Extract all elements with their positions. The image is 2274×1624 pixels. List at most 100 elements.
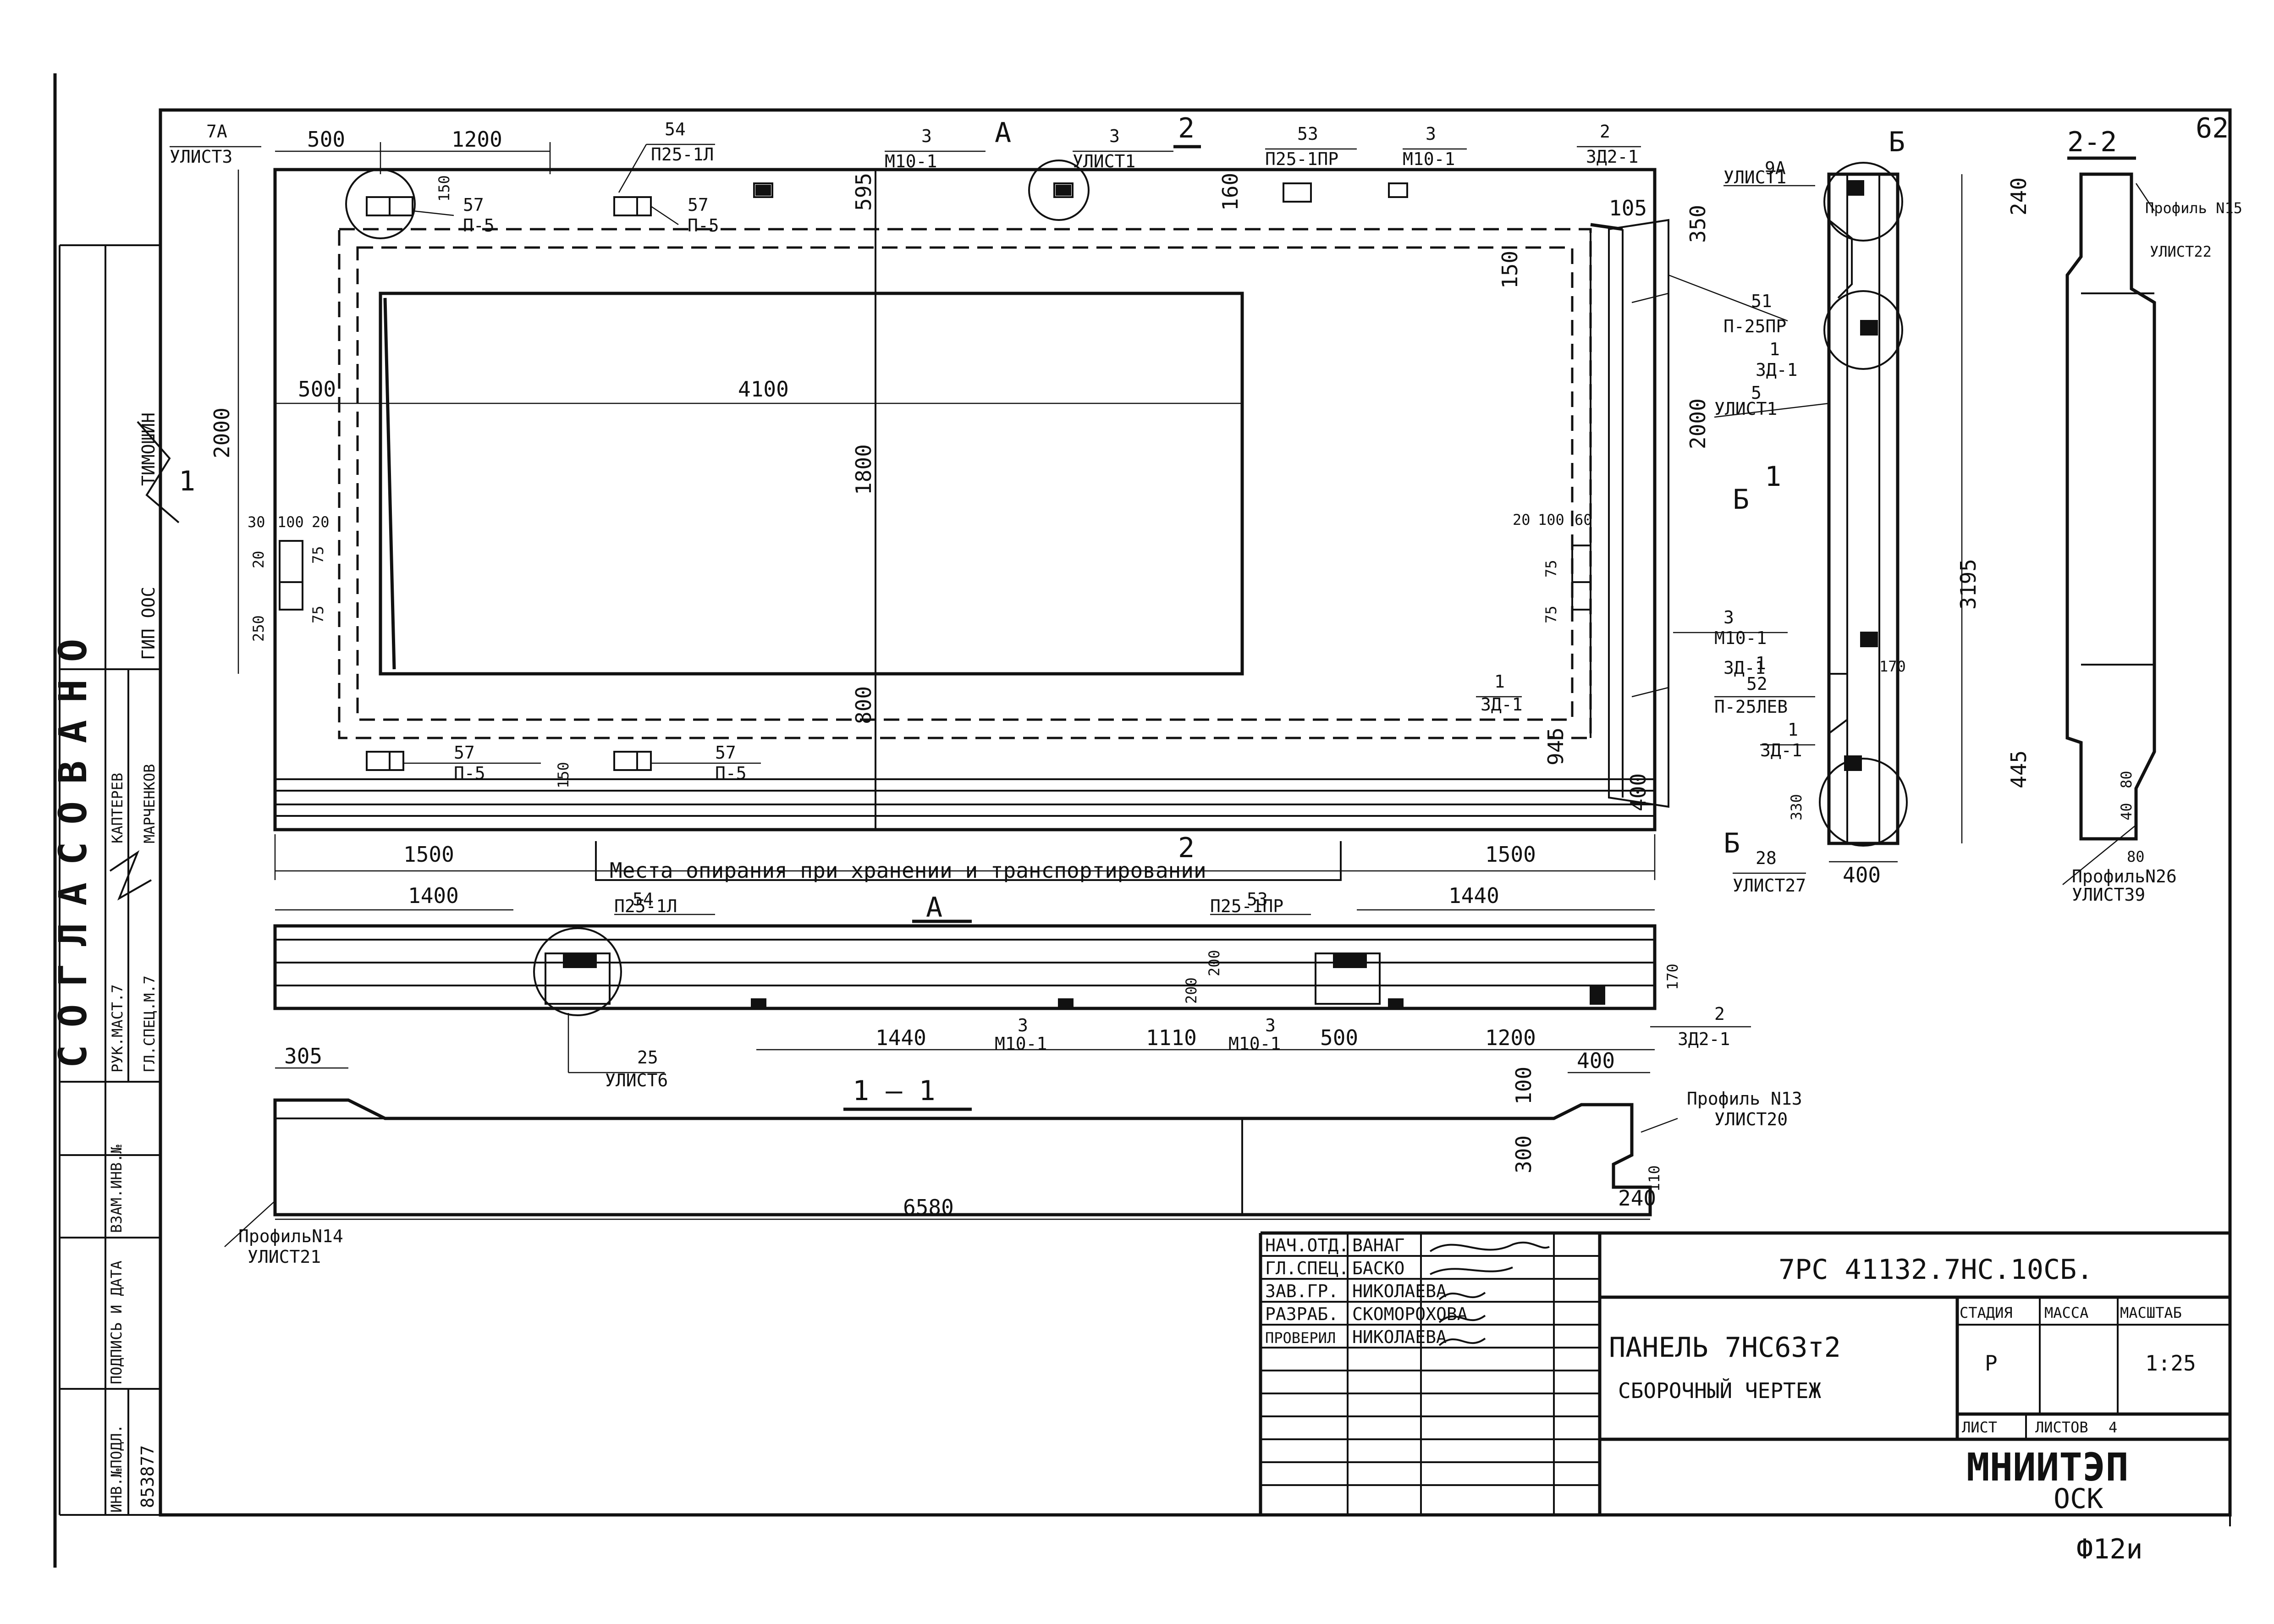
callout-num: 53 (1247, 889, 1268, 909)
org-name: МНИИТЭП (1966, 1445, 2129, 1490)
dim-150-bottom: 150 (555, 762, 572, 788)
sheets-value: 4 (2109, 1419, 2117, 1436)
dim-150-right: 150 (1498, 251, 1522, 289)
side-dim-3195: 3195 (1956, 559, 1981, 610)
side-dim-105: 105 (1609, 196, 1647, 220)
callout-num: 54 (633, 889, 654, 909)
s11-dim-100: 100 (1511, 1067, 1536, 1105)
dim-bottom-1: 1500 (1485, 842, 1536, 867)
detail-dim-20: 20 (312, 513, 330, 531)
sig-name-0: ВАНАГ (1352, 1235, 1404, 1255)
inv-value: 853877 (138, 1445, 158, 1508)
signature-mark (109, 850, 152, 901)
section-mark-2-top: 2 (1178, 112, 1195, 144)
callout-num: 5 (1751, 383, 1762, 403)
view-mark-a: А (995, 117, 1011, 149)
callout-ref: М10-1 (995, 1034, 1047, 1054)
callout-num: 1 (1756, 653, 1766, 673)
profile-n14-ref: УЛИСТ21 (248, 1247, 321, 1267)
sig-name-3: СКОМОРОХОВА (1352, 1304, 1468, 1324)
callout-ref: П-5 (715, 763, 747, 783)
dim-bottom-0: 1500 (403, 842, 454, 867)
callout-num: 54 (665, 119, 686, 139)
callout-ref: УЛИСТ6 (605, 1070, 668, 1090)
view-a-callouts: 54 П25-1Л 53 П25-1ПР 3 М10-1 3 М10-1 25 … (567, 889, 1751, 1090)
view-a-title: А (926, 892, 942, 924)
callout-ref: М10-1 (1714, 628, 1767, 648)
rdetail-dim-60: 60 (1575, 511, 1592, 528)
sign-date-label: ПОДПИСЬ И ДАТА (108, 1261, 125, 1384)
s11-dim-400: 400 (1577, 1048, 1615, 1073)
main-callouts: 7А УЛИСТ3 54 П25-1Л 57 П-5 57 П-5 3 М10-… (170, 119, 1788, 783)
signature-mark (1429, 1241, 1550, 1252)
archive-strip: ВЗАМ.ИНВ.№ ПОДПИСЬ И ДАТА ИНВ.№ПОДЛ. 853… (108, 1145, 158, 1513)
callout-ref: ЗД-1 (1723, 658, 1766, 678)
detail-dim-30: 30 (248, 513, 265, 531)
dim-bottom-gap: 800 (851, 686, 876, 724)
signature-mark (1438, 1292, 1486, 1300)
profile-n14: ПрофильN14 (238, 1226, 343, 1246)
stage-label: СТАДИЯ (1960, 1304, 2013, 1321)
callout-num: 3 (1018, 1015, 1028, 1035)
dim-top-0: 500 (307, 127, 345, 152)
dim-top-gap: 595 (851, 173, 876, 211)
mass-label: МАССА (2044, 1304, 2088, 1321)
section-mark-b-bottom: Б (1723, 827, 1740, 859)
dim-left-500: 500 (298, 377, 336, 402)
stage-value: Р (1985, 1351, 1998, 1376)
callout-num: 53 (1297, 124, 1318, 144)
approval-role-2: ГЛ.СПЕЦ.М.7 (141, 975, 158, 1073)
side-dim-2000: 2000 (1685, 398, 1710, 449)
side-dim-170: 170 (1879, 658, 1906, 675)
rdetail-dim-20: 20 (1513, 511, 1531, 528)
approval-header: СОГЛАСОВАНО (50, 622, 95, 1068)
section-mark-b-left: Б (1733, 484, 1749, 516)
va-dim-1110: 1110 (1146, 1025, 1197, 1050)
section-11-title: 1 — 1 (853, 1075, 936, 1107)
title-block: НАЧ.ОТД. ВАНАГ ГЛ.СПЕЦ. БАСКО ЗАВ.ГР. НИ… (1259, 1231, 2230, 1515)
callout-ref: П-25ПР (1723, 316, 1786, 336)
va-dim-500: 500 (1320, 1025, 1358, 1050)
callout-num: 3 (1426, 124, 1436, 144)
callout-ref: ЗД2-1 (1586, 147, 1638, 167)
s22-dim-445: 445 (2006, 750, 2031, 788)
callout-ref: П25-1ПР (1265, 149, 1338, 169)
rdetail-dim-75b: 75 (1542, 606, 1560, 623)
callout-ref: УЛИСТ1 (1723, 167, 1786, 187)
signature-mark (1430, 1266, 1513, 1275)
sheets-label: ЛИСТОВ (2035, 1419, 2088, 1436)
s11-dim-6580: 6580 (903, 1195, 954, 1220)
callout-num: 9А (1765, 158, 1786, 178)
callout-num: 7А (206, 121, 227, 142)
callout-ref: П-5 (454, 763, 485, 783)
sig-role-1: ГЛ.СПЕЦ. (1265, 1258, 1349, 1278)
dim-160: 160 (1218, 173, 1243, 211)
signature-mark (137, 421, 180, 523)
section-mark-2-bottom: 2 (1178, 832, 1195, 864)
sig-name-2: НИКОЛАЕВА (1352, 1281, 1447, 1301)
view-mark-b: Б (1889, 126, 1905, 158)
side-dim-350: 350 (1685, 205, 1710, 243)
callout-ref: УЛИСТ1 (1714, 399, 1777, 419)
va-dim-170: 170 (1664, 963, 1681, 990)
support-note: Места опирания при хранении и транспорти… (610, 858, 1206, 883)
callout-num: 3 (1723, 607, 1734, 628)
va-dim-1200: 1200 (1485, 1025, 1536, 1050)
callout-ref: ЗД-1 (1760, 740, 1802, 760)
va-dim-1400: 1400 (408, 883, 459, 908)
callout-ref: М10-1 (1228, 1034, 1281, 1054)
callout-ref: П25-1Л (651, 144, 714, 165)
callout-num: 2 (1600, 121, 1610, 142)
doc-code: 7РС 41132.7НС.10СБ. (1778, 1254, 2093, 1286)
s11-dim-300: 300 (1511, 1135, 1536, 1173)
callout-num: 3 (1265, 1015, 1276, 1035)
section-mark-1-right: 1 (1765, 461, 1781, 493)
profile-n15: Профиль N15 (2145, 199, 2242, 217)
section-mark-1-left: 1 (179, 465, 195, 497)
dim-left-2000: 2000 (209, 407, 234, 458)
callout-ref: М10-1 (1403, 149, 1455, 169)
callout-num: 52 (1746, 674, 1767, 694)
profile-n13: Профиль N13 (1687, 1089, 1802, 1109)
approval-name-1: КАПТЕРЕВ (109, 773, 126, 843)
approval-strip: СОГЛАСОВАНО ТИМОШИН ГИП ООС КАПТЕРЕВ РУК… (50, 413, 180, 1073)
